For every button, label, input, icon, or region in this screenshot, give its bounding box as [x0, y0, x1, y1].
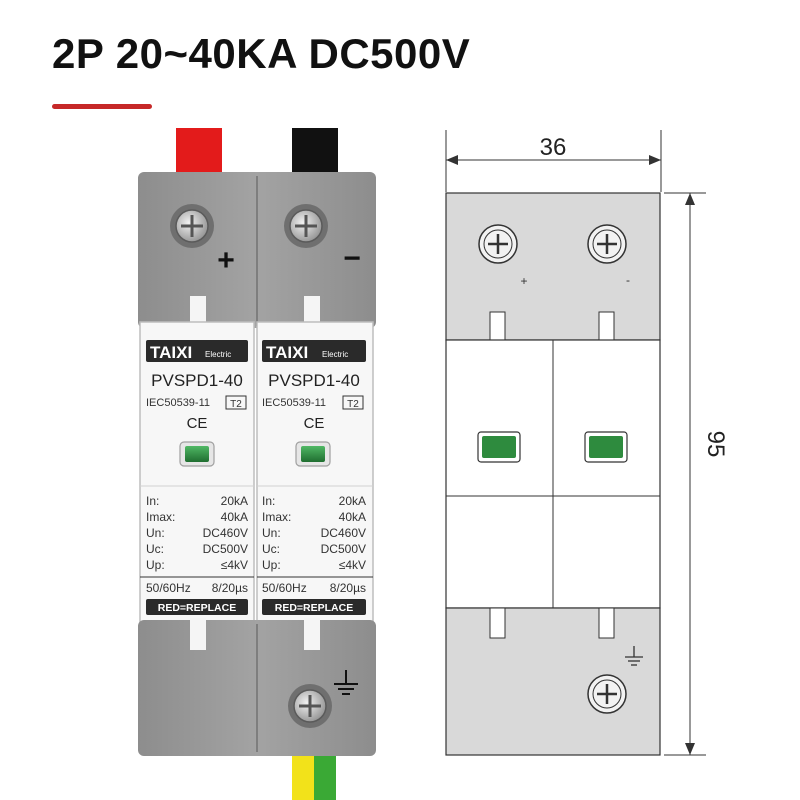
standard-label: IEC50539-11 — [262, 397, 326, 409]
drawing-indicator — [589, 436, 623, 458]
ce-mark: CE — [187, 415, 208, 432]
spec-label: In: — [262, 494, 275, 508]
width-label: 36 — [540, 134, 567, 161]
spec-label: Imax: — [146, 510, 175, 524]
status-indicator — [301, 446, 325, 462]
ce-mark: CE — [304, 415, 325, 432]
class-label: T2 — [347, 399, 359, 410]
positive-terminal — [176, 128, 222, 178]
freq-label: 50/60Hz — [146, 581, 191, 595]
spec-value: DC500V — [321, 542, 366, 556]
dimension-drawing: 36 95 + - — [445, 130, 729, 756]
drawing-indicator — [482, 436, 516, 458]
spec-value: 40kA — [339, 510, 366, 524]
screw-icon — [288, 684, 332, 728]
wave-label: 8/20µs — [212, 581, 248, 595]
screw-icon — [478, 224, 518, 264]
drawing-plus-sign: + — [520, 274, 527, 288]
bottom-notch-left — [190, 618, 206, 650]
freq-label: 50/60Hz — [262, 581, 307, 595]
ground-wire — [292, 756, 336, 800]
brand-sub-label: Electric — [322, 350, 348, 359]
spec-label: Uc: — [262, 542, 280, 556]
screw-icon — [284, 204, 328, 248]
spec-value: DC460V — [203, 526, 248, 540]
spec-value: DC500V — [203, 542, 248, 556]
status-indicator — [185, 446, 209, 462]
minus-sign: − — [343, 242, 361, 275]
spec-value: 20kA — [221, 494, 248, 508]
screw-icon — [587, 674, 627, 714]
spec-value: 20kA — [339, 494, 366, 508]
standard-label: IEC50539-11 — [146, 397, 210, 409]
spec-label: Imax: — [262, 510, 291, 524]
brand-sub-label: Electric — [205, 350, 231, 359]
spec-value: ≤4kV — [339, 558, 366, 572]
spec-label: Un: — [262, 526, 281, 540]
replace-label: RED=REPLACE — [158, 602, 236, 614]
module-right: TAIXI Electric PVSPD1-40 IEC50539-11 T2 … — [256, 321, 374, 625]
wave-label: 8/20µs — [330, 581, 366, 595]
replace-label: RED=REPLACE — [275, 602, 353, 614]
negative-terminal — [292, 128, 338, 178]
drawing-minus-sign: - — [626, 273, 630, 287]
spec-label: Uc: — [146, 542, 164, 556]
spec-value: DC460V — [321, 526, 366, 540]
class-label: T2 — [230, 399, 242, 410]
module-left: TAIXI Electric PVSPD1-40 IEC50539-11 T2 … — [139, 321, 255, 625]
spec-value: 40kA — [221, 510, 248, 524]
spec-label: Up: — [262, 558, 281, 572]
ground-icon — [625, 646, 643, 666]
brand-label: TAIXI — [150, 343, 192, 362]
model-label: PVSPD1-40 — [151, 371, 243, 390]
brand-label: TAIXI — [266, 343, 308, 362]
screw-icon — [587, 224, 627, 264]
height-label: 95 — [702, 431, 729, 458]
model-label: PVSPD1-40 — [268, 371, 360, 390]
ground-icon — [334, 670, 358, 695]
spec-value: ≤4kV — [221, 558, 248, 572]
spec-label: Un: — [146, 526, 165, 540]
spec-label: Up: — [146, 558, 165, 572]
title-underline — [52, 104, 152, 109]
spec-label: In: — [146, 494, 159, 508]
bottom-notch-right — [304, 618, 320, 650]
plus-sign: + — [217, 244, 235, 277]
page-title: 2P 20~40KA DC500V — [52, 30, 471, 77]
screw-icon — [170, 204, 214, 248]
